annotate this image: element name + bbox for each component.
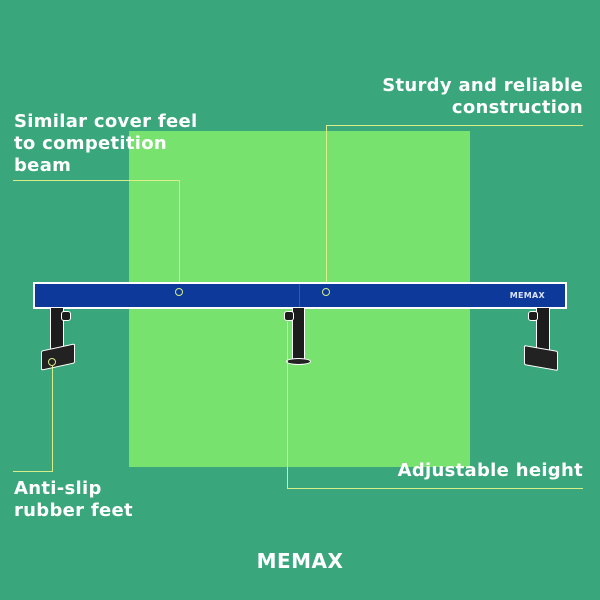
callout-cover-line-1: Similar cover feel [14,111,198,132]
callout-feet-dot [48,358,56,366]
callout-cover-line-2: to competition [14,133,168,154]
callout-construction-label: Sturdy and reliable construction [382,75,583,119]
callout-feet-label: Anti-slip rubber feet [14,478,133,522]
callout-cover-line-v [179,180,180,288]
beam-seam [299,284,300,307]
callout-construction-dot [322,288,330,296]
callout-feet-line-v [52,366,53,471]
callout-construction-line-v [326,125,327,288]
middle-leg-knob [284,311,294,321]
callout-feet-line-h [13,471,53,472]
left-leg-knob [61,311,71,321]
callout-height-line-v [287,322,288,488]
middle-leg-foot [286,358,311,365]
beam-brand-logo: MEMAX [509,291,545,300]
brand-logo: MEMAX [256,549,344,573]
right-leg-knob [528,311,538,321]
callout-height-label: Adjustable height [397,460,583,481]
callout-construction-line-2: construction [451,97,583,118]
callout-height-line-h [287,488,583,489]
callout-cover-line-h [13,180,180,181]
right-leg-foot [524,345,558,371]
callout-feet-line-2: rubber feet [14,500,133,521]
callout-construction-line-h [326,125,583,126]
callout-cover-label: Similar cover feel to competition beam [14,111,197,177]
callout-cover-dot [175,288,183,296]
callout-construction-line-1: Sturdy and reliable [382,75,583,96]
callout-feet-line-1: Anti-slip [14,478,102,499]
left-leg-foot [41,343,75,371]
balance-beam: MEMAX [33,282,567,309]
callout-cover-line-3: beam [14,155,72,176]
